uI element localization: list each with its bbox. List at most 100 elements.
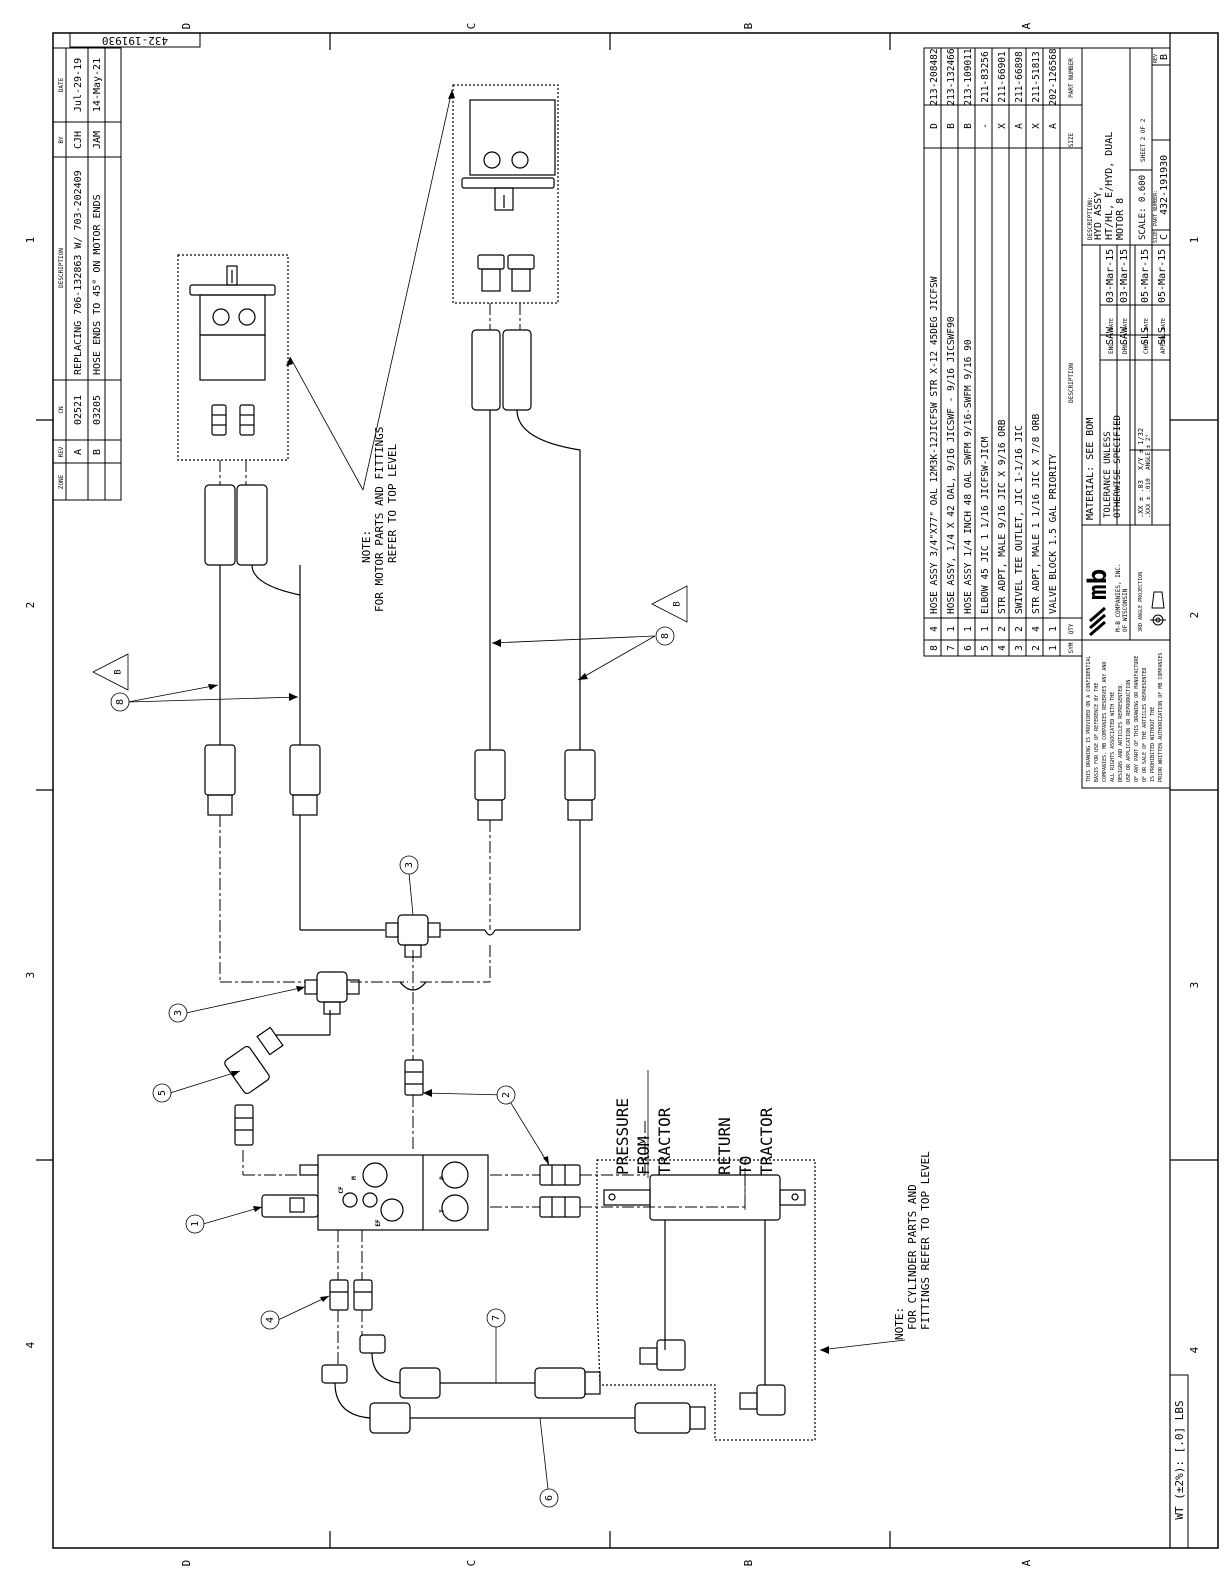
callout-2: 2 bbox=[501, 1092, 512, 1098]
bom-row-qty: 4 bbox=[1031, 626, 1042, 632]
label-pressure: PRESSURE FROM TRACTOR bbox=[613, 1098, 674, 1175]
zone-number-right-4: 4 bbox=[1188, 1346, 1201, 1353]
rev-label: REV bbox=[1153, 54, 1159, 63]
svg-text:B: B bbox=[673, 601, 683, 606]
signature-block: ENG SAW DATE 03-Mar-15 DRN SAW DATE 03-M… bbox=[1105, 249, 1168, 354]
rev-header-cn: CN bbox=[58, 406, 65, 414]
bom-row-qty: 1 bbox=[963, 626, 974, 632]
svg-text:PRIOR WRITTEN AUTHORIZATION OF: PRIOR WRITTEN AUTHORIZATION OF MB COMPAN… bbox=[1158, 653, 1164, 782]
bom-row-qty: 2 bbox=[1014, 626, 1025, 632]
rev-header-by: BY bbox=[58, 136, 65, 144]
hose-7 bbox=[359, 1334, 601, 1399]
note-motor: NOTE: FOR MOTOR PARTS AND FITTINGS REFER… bbox=[360, 427, 399, 612]
bom-header-size: SIZE bbox=[1068, 132, 1075, 147]
weight-label: WT (±2%): [.0] LBS bbox=[1173, 1400, 1186, 1519]
svg-text:ALL RIGHTS ASSOCIATED WITH THE: ALL RIGHTS ASSOCIATED WITH THE bbox=[1110, 692, 1116, 782]
size-label: SIZE bbox=[1153, 231, 1159, 243]
zone-ticks bbox=[36, 33, 1218, 1548]
svg-text:CHKD: CHKD bbox=[1143, 339, 1150, 354]
bom-row-part: 211-83256 bbox=[980, 51, 991, 103]
hose-8-right-pair bbox=[471, 329, 596, 821]
svg-text:05-Mar-15: 05-Mar-15 bbox=[1140, 249, 1151, 303]
svg-text:BASIS FOR USE OF REFERENCE BY: BASIS FOR USE OF REFERENCE BY THE bbox=[1094, 683, 1100, 782]
rev-header-description: DESCRIPTION bbox=[58, 248, 65, 288]
bom-row-description: HOSE ASSY 3/4"X77" OAL 12M3K-12JICFSW ST… bbox=[929, 276, 940, 614]
svg-text:ENG: ENG bbox=[1108, 343, 1115, 354]
bom-row-description: ELBOW 45 JIC 1 1/16 JICFSW-JICM bbox=[980, 436, 991, 614]
bom-row-part: 211-51813 bbox=[1031, 51, 1042, 102]
tolerance-xx: .XX ± .03 bbox=[1137, 480, 1145, 518]
part-number-label: PART NUMBER: bbox=[1153, 190, 1159, 226]
hose-8-left-pair bbox=[204, 484, 321, 816]
svg-text:05-Mar-15: 05-Mar-15 bbox=[1157, 249, 1168, 303]
bom-row-qty: 2 bbox=[997, 626, 1008, 632]
bom-row-qty: 1 bbox=[946, 626, 957, 632]
bom-row-description: STR ADPT, MALE 9/16 JIC X 9/16 ORB bbox=[997, 419, 1008, 614]
rev-row-b-cn: 03205 bbox=[92, 395, 103, 425]
bom-row-part: 211-66901 bbox=[997, 51, 1008, 103]
svg-text:RETURN: RETURN bbox=[715, 1117, 734, 1175]
confidential-notice: THIS DRAWING IS PROVIDED ON A CONFIDENTI… bbox=[1086, 653, 1164, 782]
bom-row-description: HOSE ASSY 1/4 INCH 48 OAL SWFM 9/16-SWFM… bbox=[963, 339, 974, 614]
bom-row-sym: 2 bbox=[1031, 645, 1042, 651]
company-name: M-B COMPANIES, INC. bbox=[1115, 563, 1122, 632]
svg-text:TRACTOR: TRACTOR bbox=[757, 1107, 776, 1175]
valve-port-ef: EF bbox=[375, 1219, 382, 1227]
tolerance-line-2: OTHERWISE SPECIFIED bbox=[1113, 415, 1123, 518]
description-line-2: HT/HL, E/HYD, DUAL bbox=[1104, 132, 1115, 240]
zone-number-left-1: 1 bbox=[24, 237, 37, 244]
description-line-1: HYD ASSY, bbox=[1093, 186, 1104, 240]
motor-right bbox=[461, 99, 556, 211]
zone-letter-top-c: C bbox=[465, 23, 478, 30]
leader-arrows bbox=[208, 90, 829, 1354]
zone-number-right-2: 2 bbox=[1188, 612, 1201, 619]
svg-text:NOTE:: NOTE: bbox=[893, 1307, 906, 1340]
svg-text:USE OR APPLICATION OR REPRODUC: USE OR APPLICATION OR REPRODUCTION bbox=[1126, 680, 1132, 782]
svg-text:OF OR SALE OF THE ARTICLES REP: OF OR SALE OF THE ARTICLES REPRESENTED bbox=[1142, 668, 1148, 782]
bom-rows: 8 4 HOSE ASSY 3/4"X77" OAL 12M3K-12JICFS… bbox=[929, 48, 1059, 651]
bom-row-size: - bbox=[980, 123, 991, 129]
valve-port-p: P bbox=[439, 1176, 446, 1180]
svg-text:SAW: SAW bbox=[1105, 326, 1116, 345]
scale-label: SCALE: 0.600 bbox=[1138, 175, 1148, 240]
svg-text:FITTINGS REFER TO TOP LEVEL: FITTINGS REFER TO TOP LEVEL bbox=[919, 1151, 932, 1330]
adapter-2-pressure bbox=[539, 1164, 581, 1186]
rev-row-b-description: HOSE ENDS TO 45° ON MOTOR ENDS bbox=[92, 194, 103, 375]
zone-number-left-4: 4 bbox=[24, 1341, 37, 1348]
hose-6 bbox=[321, 1364, 706, 1434]
svg-text:FROM: FROM bbox=[634, 1136, 653, 1175]
motor-left-fittings bbox=[211, 404, 255, 436]
callout-1: 1 bbox=[190, 1221, 201, 1227]
motor-right-fittings bbox=[477, 254, 535, 292]
bom-row-size: B bbox=[946, 123, 957, 129]
svg-text:COMPANIES. MB COMPANIES RESERV: COMPANIES. MB COMPANIES RESERVES ANY AND bbox=[1102, 662, 1108, 782]
callout-4: 4 bbox=[265, 1317, 276, 1323]
bom-row-part: 213-109011 bbox=[963, 48, 974, 105]
rev-row-a-by: CJH bbox=[73, 131, 84, 149]
tolerance-xxx: .XXX ± .010 bbox=[1145, 478, 1152, 518]
svg-text:SLS: SLS bbox=[1157, 327, 1168, 345]
bom-table bbox=[923, 47, 1083, 657]
svg-text:FOR MOTOR PARTS AND FITTINGS: FOR MOTOR PARTS AND FITTINGS bbox=[373, 427, 386, 612]
logo-text: mb bbox=[1083, 569, 1113, 600]
swivel-tee-lower bbox=[304, 971, 360, 1015]
revision-table bbox=[52, 47, 122, 501]
bom-row-part: 213-132466 bbox=[946, 48, 957, 105]
svg-text:OF ANY PART OF THIS DRAWING OR: OF ANY PART OF THIS DRAWING OR MANUFACTU… bbox=[1134, 656, 1140, 782]
zone-number-left-2: 2 bbox=[24, 602, 37, 609]
solid-routes bbox=[275, 815, 581, 1036]
revision-flag-right: B bbox=[651, 585, 688, 623]
bom-row-description: STR ADPT, MALE 1 1/16 JIC X 7/8 ORB bbox=[1031, 414, 1042, 614]
rev-header-rev: REV bbox=[58, 446, 65, 457]
bom-row-description: HOSE ASSY, 1/4 X 42 OAL, 9/16 JICSWF - 9… bbox=[946, 316, 957, 614]
rev-row-a-cn: 02521 bbox=[73, 395, 84, 425]
company-logo: mb bbox=[1083, 569, 1113, 637]
bom-row-sym: 5 bbox=[980, 645, 991, 651]
bom-header-description: DESCRIPTION bbox=[1068, 363, 1075, 403]
svg-text:TO: TO bbox=[736, 1156, 755, 1175]
label-return: RETURN TO TRACTOR bbox=[715, 1107, 776, 1175]
svg-text:DATE: DATE bbox=[1161, 318, 1167, 330]
valve-port-m: M bbox=[351, 1176, 358, 1180]
bom-row-size: X bbox=[997, 123, 1008, 129]
callout-7: 7 bbox=[491, 1315, 502, 1321]
